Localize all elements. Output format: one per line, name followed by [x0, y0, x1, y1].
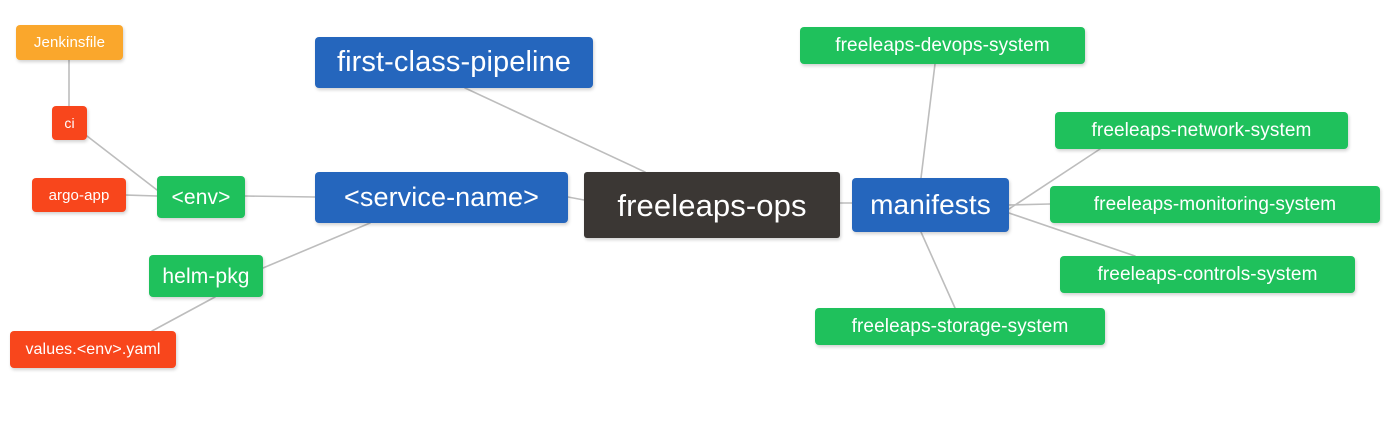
node-freeleaps-network-system[interactable]: freeleaps-network-system	[1055, 112, 1348, 149]
edge-env-to-service-name	[244, 195, 316, 198]
node-freeleaps-monitoring-system[interactable]: freeleaps-monitoring-system	[1050, 186, 1380, 223]
node-label: freeleaps-ops	[617, 187, 807, 223]
node-helm-pkg[interactable]: helm-pkg	[149, 255, 263, 297]
node-freeleaps-ops[interactable]: freeleaps-ops	[584, 172, 840, 238]
node-label: <env>	[171, 185, 231, 209]
node-label: <service-name>	[344, 182, 539, 212]
node-label: Jenkinsfile	[33, 34, 106, 51]
edge-service-name-to-freeleaps-ops	[567, 196, 585, 201]
node-manifests[interactable]: manifests	[852, 178, 1009, 232]
edge-first-class-pipeline-to-freeleaps-ops	[464, 87, 646, 173]
edge-helm-pkg-to-service-name	[262, 222, 371, 269]
node-label: freeleaps-monitoring-system	[1093, 194, 1337, 215]
node-values-yaml[interactable]: values.<env>.yaml	[10, 331, 176, 368]
node-label: first-class-pipeline	[336, 46, 572, 78]
node-freeleaps-storage-system[interactable]: freeleaps-storage-system	[815, 308, 1105, 345]
node-env[interactable]: <env>	[157, 176, 245, 218]
node-label: freeleaps-devops-system	[835, 35, 1050, 56]
edge-values-yaml-to-helm-pkg	[151, 296, 216, 332]
node-freeleaps-devops-system[interactable]: freeleaps-devops-system	[800, 27, 1085, 64]
node-label: ci	[64, 115, 75, 131]
node-argo-app[interactable]: argo-app	[32, 178, 126, 212]
node-label: helm-pkg	[162, 264, 250, 288]
edge-manifests-to-freeleaps-monitoring-system	[1008, 203, 1051, 206]
node-service-name[interactable]: <service-name>	[315, 172, 568, 223]
edge-freeleaps-devops-system-to-manifests	[920, 63, 936, 179]
node-jenkinsfile[interactable]: Jenkinsfile	[16, 25, 123, 60]
node-label: freeleaps-controls-system	[1097, 264, 1318, 285]
node-label: freeleaps-storage-system	[851, 316, 1069, 337]
node-first-class-pipeline[interactable]: first-class-pipeline	[315, 37, 593, 88]
edge-argo-app-to-env	[125, 194, 158, 197]
node-label: values.<env>.yaml	[25, 340, 161, 358]
node-freeleaps-controls-system[interactable]: freeleaps-controls-system	[1060, 256, 1355, 293]
node-label: freeleaps-network-system	[1091, 120, 1312, 141]
node-label: manifests	[870, 189, 991, 220]
node-ci[interactable]: ci	[52, 106, 87, 140]
edge-manifests-to-freeleaps-storage-system	[920, 231, 956, 309]
node-label: argo-app	[48, 186, 110, 204]
